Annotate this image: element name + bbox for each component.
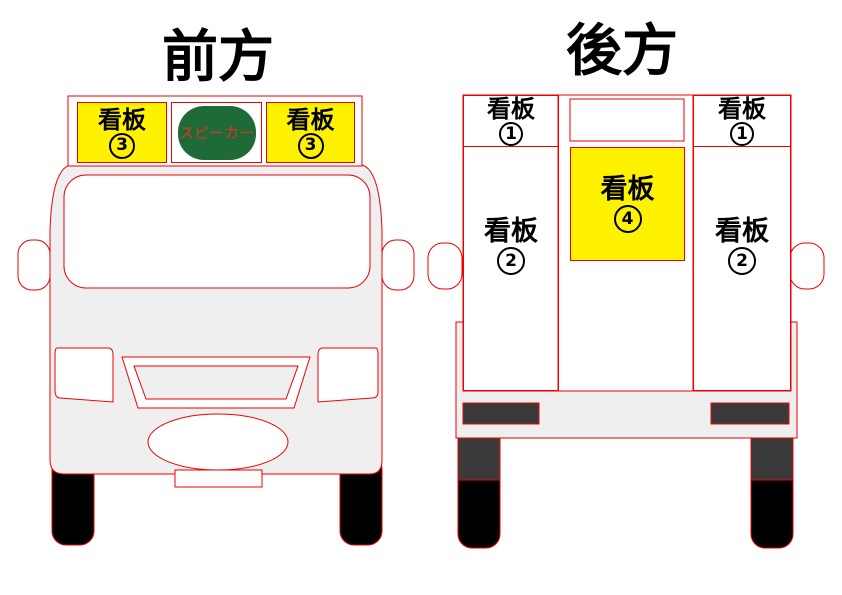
rear-left-mirror (427, 242, 463, 290)
sign-label: 看板 (487, 95, 535, 123)
right-tail-light (710, 402, 790, 425)
rear-left-wheel (457, 435, 501, 481)
sign-number: 3 (297, 132, 324, 159)
sign-label: 看板 (98, 105, 146, 134)
sign-label: 看板 (715, 216, 769, 247)
sign-label: 看板 (484, 216, 538, 247)
rear-van (427, 94, 825, 549)
rear-sign-mid-left: 看板 2 (463, 146, 559, 391)
rear-title: 後方 (566, 19, 678, 84)
sign-number: 4 (613, 205, 642, 233)
left-headlight (54, 347, 114, 403)
front-bumper (147, 413, 289, 471)
sign-label: 看板 (718, 95, 766, 123)
rear-right-mirror (789, 242, 825, 290)
sign-number: 3 (109, 132, 135, 159)
front-left-mirror (17, 239, 51, 291)
rear-right-wheel (750, 435, 794, 481)
sign-label: 看板 (600, 174, 655, 205)
rear-sign-top-left: 看板 1 (463, 95, 559, 147)
front-sign-right: 看板 3 (266, 102, 355, 163)
speaker-label: スピーカー (177, 105, 256, 160)
front-sign-left: 看板 3 (77, 102, 167, 163)
rear-top-center-box (569, 98, 685, 142)
rear-sign-center: 看板 4 (570, 147, 685, 261)
sign-label: 看板 (286, 105, 335, 134)
sign-number: 2 (497, 247, 525, 275)
sign-number: 1 (730, 122, 754, 146)
left-tail-light (462, 402, 540, 425)
speaker-panel: スピーカー (171, 102, 262, 163)
front-title: 前方 (162, 25, 274, 90)
windshield (63, 174, 371, 289)
rear-sign-top-right: 看板 1 (693, 95, 791, 147)
right-headlight (317, 347, 379, 403)
sign-number: 2 (728, 247, 756, 275)
sign-number: 1 (499, 122, 523, 146)
front-van (17, 95, 415, 546)
license-plate (174, 469, 263, 488)
rear-sign-mid-right: 看板 2 (693, 146, 791, 391)
front-right-mirror (381, 239, 415, 291)
